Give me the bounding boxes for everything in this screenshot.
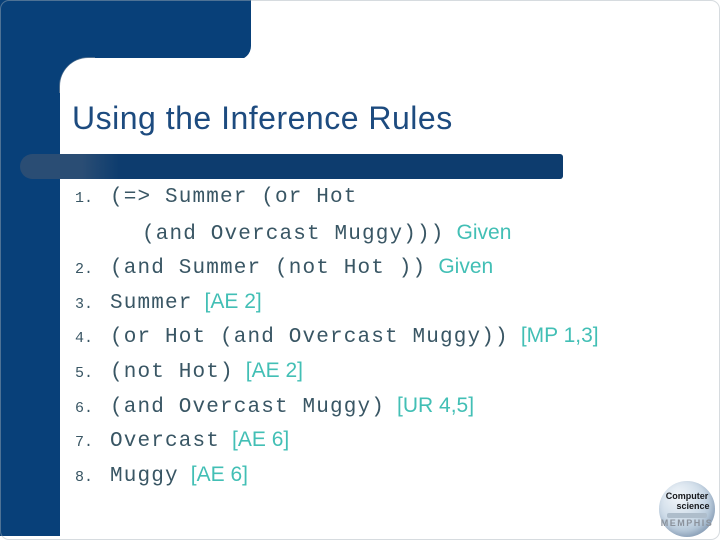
item-note: Given [456, 220, 512, 244]
list-item: 8. Muggy [AE 6] [75, 463, 599, 498]
item-note: [UR 4,5] [397, 393, 475, 417]
item-code: (not Hot) [110, 360, 234, 384]
item-number: 3. [75, 295, 94, 313]
item-note: [AE 2] [204, 289, 262, 313]
content-panel [60, 58, 720, 540]
globe-icon [659, 481, 715, 537]
item-code: Muggy [110, 464, 179, 488]
item-number: 6. [75, 399, 94, 417]
logo-divider [667, 513, 707, 518]
item-code: (and Overcast Muggy))) [142, 222, 445, 246]
list-item: 6. (and Overcast Muggy) [UR 4,5] [75, 394, 599, 429]
item-note: [AE 2] [245, 358, 303, 382]
item-code: (and Summer (not Hot )) [110, 257, 427, 281]
item-number: 8. [75, 468, 94, 486]
list-item: 1. (=> Summer (or Hot [75, 186, 599, 221]
list-item-continuation: (and Overcast Muggy))) Given [75, 221, 599, 256]
list-item: 3. Summer [AE 2] [75, 290, 599, 325]
logo-line-science: science [676, 501, 710, 511]
item-code: (and Overcast Muggy) [110, 395, 386, 419]
list-item: 2. (and Summer (not Hot )) Given [75, 255, 599, 290]
left-navy-band [0, 0, 60, 536]
item-note: [MP 1,3] [520, 324, 599, 348]
item-number: 1. [75, 190, 94, 207]
logo-line-computer: Computer [665, 491, 709, 501]
item-code: Overcast [110, 430, 221, 454]
item-code: Summer [110, 291, 193, 315]
item-number: 7. [75, 434, 94, 452]
list-item: 5. (not Hot) [AE 2] [75, 359, 599, 394]
list-item: 4. (or Hot (and Overcast Muggy)) [MP 1,3… [75, 324, 599, 359]
list-item: 7. Overcast [AE 6] [75, 428, 599, 463]
logo-line-memphis: MEMPHIS [660, 518, 714, 528]
item-number: 2. [75, 261, 94, 279]
logo-text: Computer science MEMPHIS [659, 492, 715, 528]
item-code: (=> Summer (or Hot [110, 186, 358, 209]
item-note: [AE 6] [232, 428, 290, 452]
title-underline-bar [20, 154, 563, 179]
item-note: Given [438, 255, 494, 279]
item-note: [AE 6] [190, 462, 248, 486]
page-title: Using the Inference Rules [72, 100, 453, 136]
inference-steps-list: 1. (=> Summer (or Hot (and Overcast Mugg… [75, 186, 599, 497]
memphis-logo: Computer science MEMPHIS [659, 481, 715, 537]
item-number: 4. [75, 330, 94, 348]
item-number: 5. [75, 364, 94, 382]
item-code: (or Hot (and Overcast Muggy)) [110, 326, 509, 350]
top-navy-block [0, 0, 251, 60]
